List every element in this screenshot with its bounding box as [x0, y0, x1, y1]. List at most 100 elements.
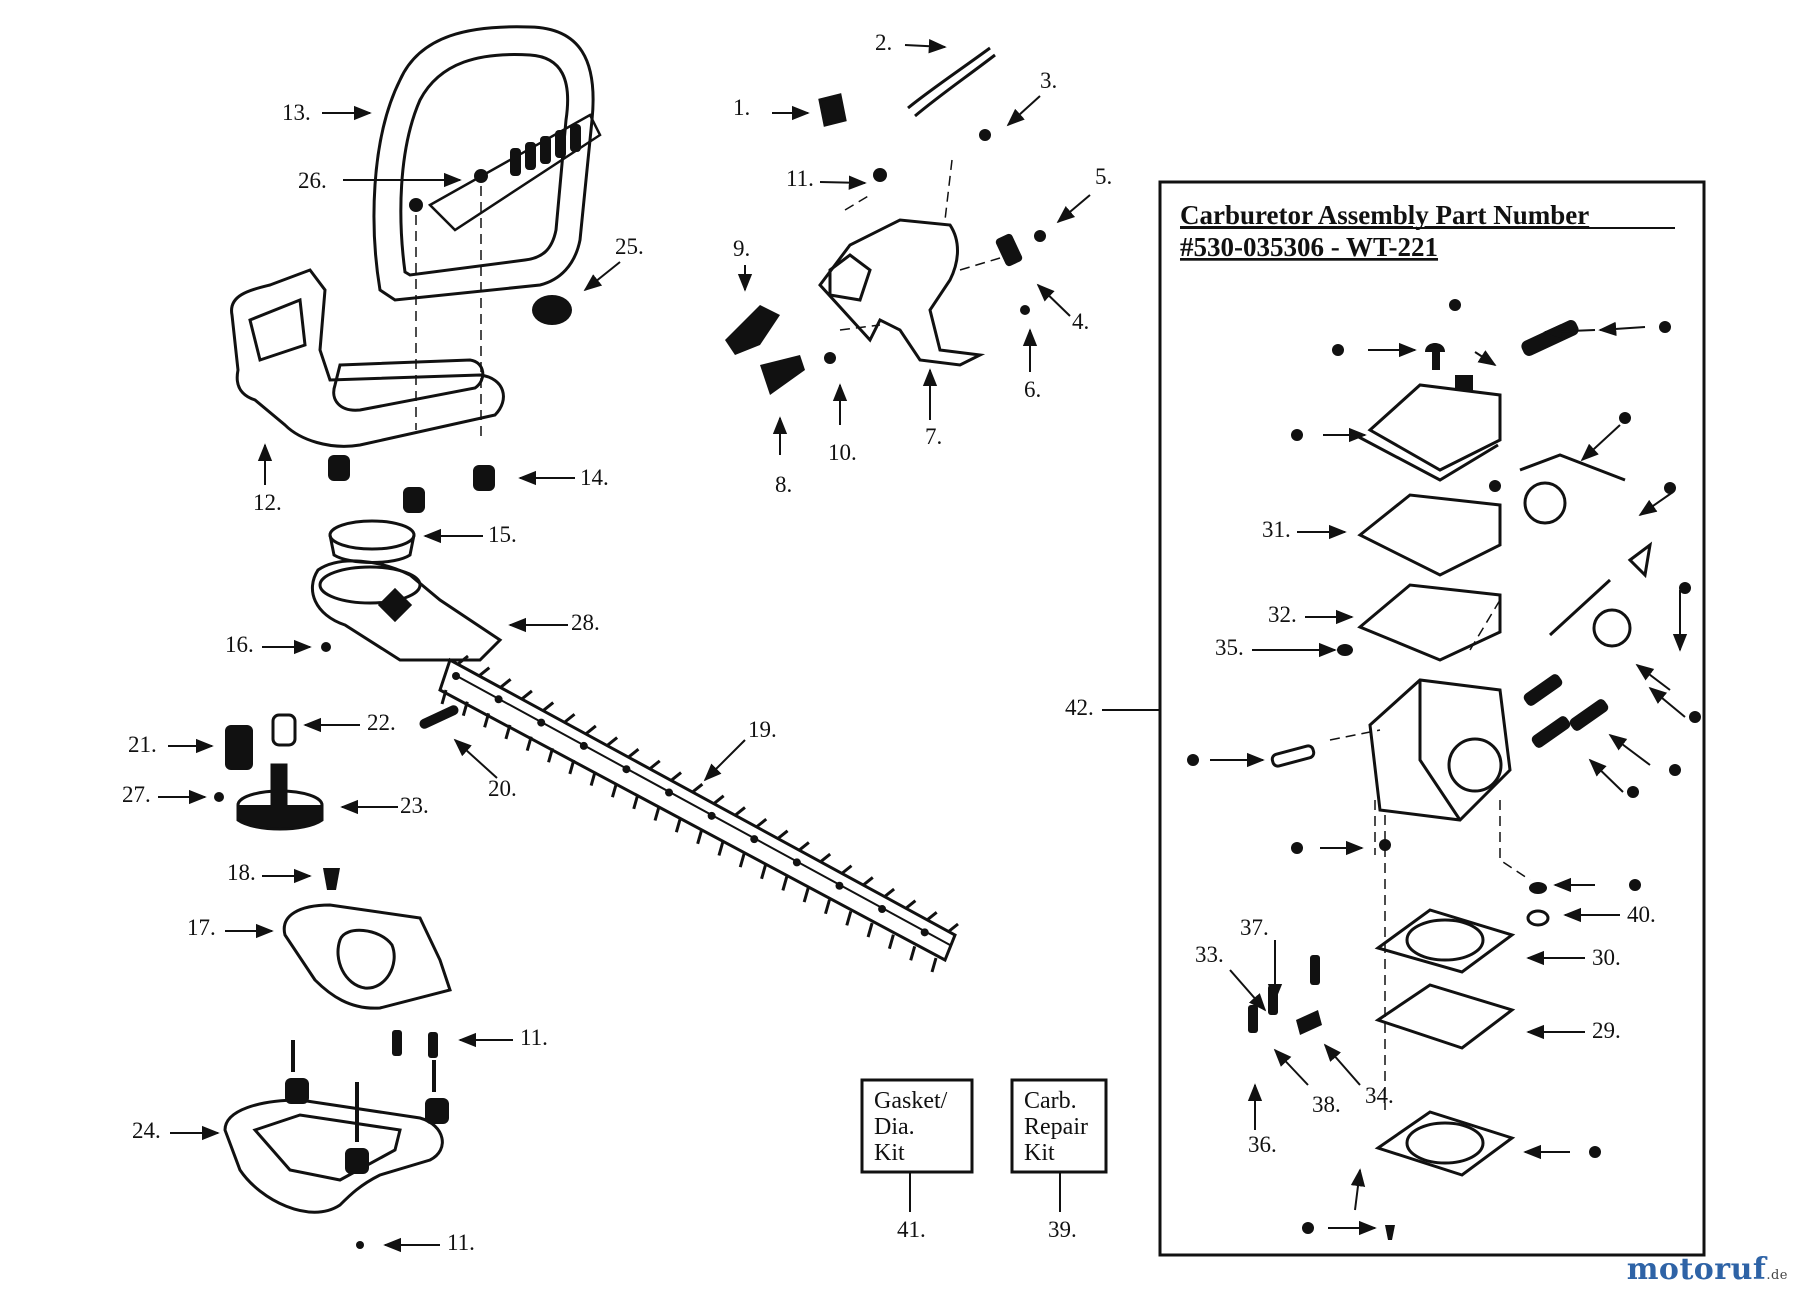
blade-tooth: [584, 724, 597, 736]
blade-hole: [878, 905, 887, 914]
cover-screws: [392, 1030, 438, 1058]
handle-loop: [372, 25, 602, 302]
blade-hole: [579, 741, 588, 750]
part-label-p35: 35.: [1215, 635, 1244, 660]
repair-kit-line3: Kit: [1024, 1140, 1055, 1166]
trigger-housing: [818, 218, 986, 367]
blade-tooth: [483, 712, 491, 728]
blade-tooth: [947, 922, 959, 934]
blade-tooth: [904, 899, 917, 910]
carburetor-title-line2: #530-035306 - WT-221: [1180, 232, 1438, 262]
part-label-p23: 23.: [400, 793, 429, 818]
callout-arrow: [583, 261, 621, 292]
callouts: 1.2.3.11.5.9.4.6.10.7.8.13.26.25.12.14.1…: [122, 30, 1688, 1255]
trigger: [725, 129, 1046, 395]
part-label-p21: 21.: [128, 732, 157, 757]
repair-kit-line1: Carb.: [1024, 1088, 1077, 1114]
bearing: [225, 725, 253, 770]
carburetor-arrow: [1588, 758, 1624, 793]
carburetor-parts: [1354, 383, 1653, 1177]
blade-hole: [494, 695, 503, 704]
blade-tooth: [696, 829, 704, 845]
blade-tooth: [824, 899, 831, 915]
blade-tooth: [797, 841, 810, 852]
carburetor-box: [1158, 180, 1706, 1257]
callout-arrow: [819, 175, 867, 190]
part-label-p11b: 11.: [520, 1025, 548, 1050]
blade-hole: [750, 835, 759, 844]
blade-tooth: [648, 759, 661, 771]
part-label-p10: 10.: [828, 440, 857, 465]
part-label-p12: 12.: [253, 490, 282, 515]
blade-pin: [419, 705, 459, 729]
part-label-p38: 38.: [1312, 1092, 1341, 1117]
blade-tooth: [776, 829, 789, 840]
gasket-kit-line2: Dia.: [874, 1114, 915, 1140]
blade-tooth: [840, 864, 853, 875]
blade-hole: [792, 858, 801, 867]
blade-tooth: [717, 841, 725, 856]
part-label-p24: 24.: [132, 1118, 161, 1143]
callout-arrow: [1229, 969, 1267, 1012]
blade-tooth: [568, 759, 576, 775]
handle-grille: [510, 124, 581, 176]
blade-tooth: [589, 771, 597, 786]
part-label-p9: 9.: [733, 236, 750, 261]
part-label-p27: 27.: [122, 782, 151, 807]
part-label-p11c: 11.: [447, 1230, 475, 1255]
blade-tooth: [461, 701, 469, 717]
blade-holes: [452, 672, 929, 937]
blade-tooth: [738, 852, 746, 868]
carburetor-title-line1: Carburetor Assembly Part Number: [1180, 200, 1589, 230]
part-label-p33: 33.: [1195, 942, 1224, 967]
callout-arrow: [703, 739, 746, 782]
blade-tooth: [819, 852, 832, 864]
gear-cover: [282, 903, 452, 1010]
gasket-kit-line1: Gasket/: [874, 1088, 948, 1114]
part-label-p36: 36.: [1248, 1132, 1277, 1157]
blade-tooth: [760, 864, 768, 880]
blade-tooth: [781, 876, 789, 891]
blade-tooth: [504, 724, 512, 740]
blade-tooth: [632, 794, 640, 810]
carburetor-guide-lines: [1329, 599, 1531, 1110]
trigger-guide-lines: [839, 159, 1001, 331]
blade-tooth: [712, 794, 725, 805]
blade-tooth: [691, 783, 704, 794]
front-handle: [223, 1098, 444, 1214]
part-label-p3: 3.: [1040, 68, 1057, 93]
part-label-p34: 34.: [1365, 1083, 1394, 1108]
part-label-p6: 6.: [1024, 377, 1041, 402]
blade-tooth: [563, 713, 576, 724]
blade-tooth: [525, 736, 533, 752]
carburetor-arrow: [1608, 733, 1651, 766]
hedge-blade: [438, 657, 957, 963]
blade-tooth: [653, 806, 661, 821]
part-label-p7: 7.: [925, 424, 942, 449]
bushing: [271, 713, 297, 747]
part-label-p40: 40.: [1627, 902, 1656, 927]
switch: [818, 93, 847, 127]
part-label-p31: 31.: [1262, 517, 1291, 542]
blade-tooth: [887, 934, 895, 950]
blade-tooth: [670, 771, 682, 782]
blade-tooth: [542, 701, 555, 712]
blade-tooth: [909, 945, 917, 961]
knob: [532, 295, 572, 325]
blade-hole: [537, 718, 546, 727]
vibration-mounts: [328, 455, 495, 513]
blade-tooth: [883, 887, 896, 899]
carburetor-arrow: [1580, 424, 1621, 462]
wire: [907, 46, 996, 118]
clutch-drum: [328, 519, 416, 564]
callout-arrow: [1273, 1048, 1309, 1086]
part-label-p13: 13.: [282, 100, 311, 125]
watermark-logo: motoruf.de: [1627, 1252, 1788, 1287]
rear-housing: [230, 268, 505, 448]
part-label-p30: 30.: [1592, 945, 1621, 970]
part-label-p18: 18.: [227, 860, 256, 885]
part-label-p32: 32.: [1268, 602, 1297, 627]
gasket-kit-number: 41.: [897, 1217, 926, 1242]
carburetor-arrow: [1635, 663, 1671, 691]
